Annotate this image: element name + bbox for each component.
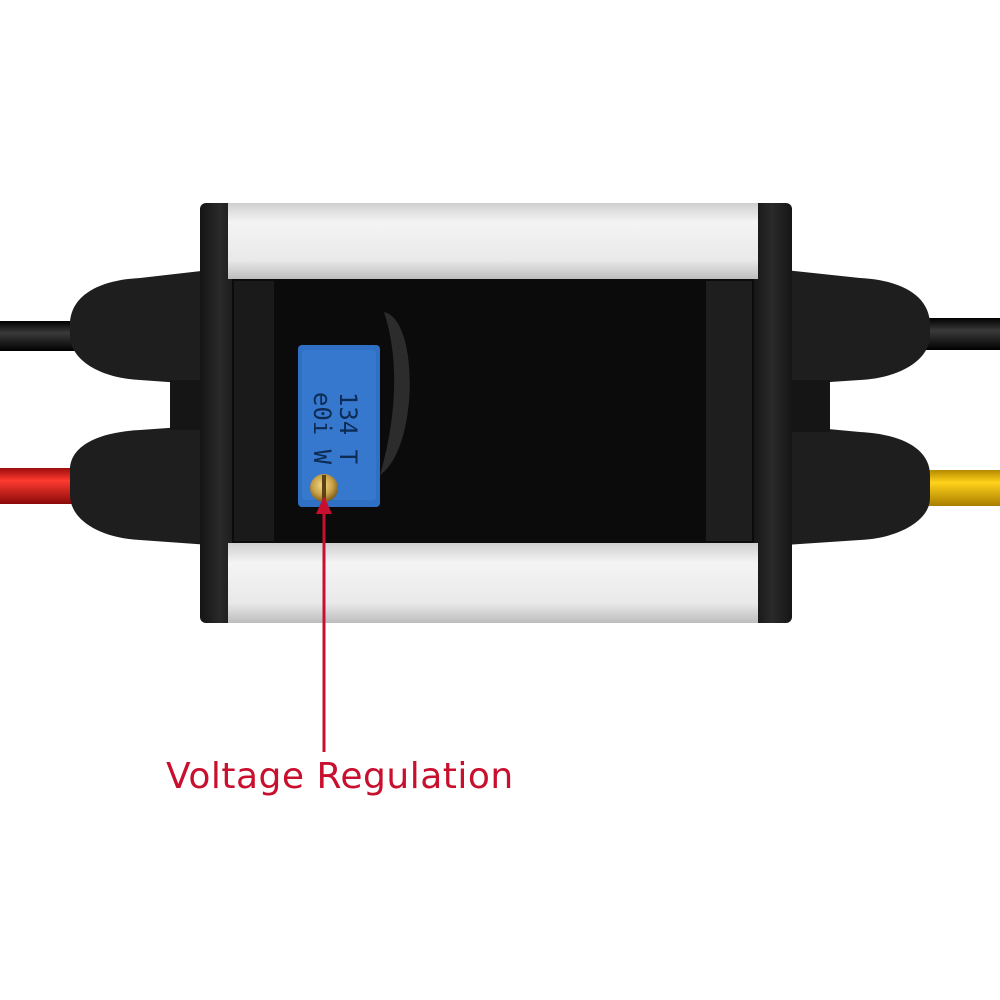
right-end-cap [752,203,792,623]
left-cable-glands [70,270,210,545]
potentiometer-marking-2: e0i W [308,392,336,465]
voltage-regulation-label: Voltage Regulation [166,756,514,797]
trimmer-potentiometer: 134 T e0i W [298,345,380,507]
right-cable-glands [785,270,930,545]
top-aluminum-rail [228,203,758,279]
potentiometer-marking-1: 134 T [334,392,362,464]
bottom-aluminum-rail [228,543,758,623]
left-end-cap [200,203,240,623]
annotation-arrow [316,496,332,752]
